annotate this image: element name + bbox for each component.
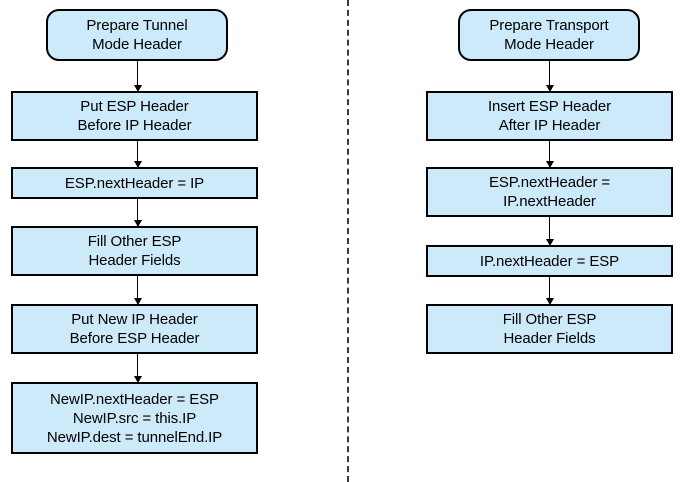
arrowhead-icon xyxy=(545,298,554,305)
node-transport-step-4[interactable]: Fill Other ESP Header Fields xyxy=(426,304,673,354)
node-transport-start[interactable]: Prepare Transport Mode Header xyxy=(458,9,640,61)
node-tunnel-step-2[interactable]: ESP.nextHeader = IP xyxy=(11,167,258,199)
node-tunnel-step-4[interactable]: Put New IP Header Before ESP Header xyxy=(11,304,258,354)
arrowhead-icon xyxy=(133,298,142,305)
connector-transport-step-3-to-step-4 xyxy=(545,277,554,305)
node-tunnel-step-3[interactable]: Fill Other ESP Header Fields xyxy=(11,226,258,276)
connector-tunnel-step-1-to-step-2 xyxy=(133,141,142,168)
arrowhead-icon xyxy=(133,376,142,383)
connector-transport-step-2-to-step-3 xyxy=(545,217,554,246)
arrowhead-icon xyxy=(133,85,142,92)
arrowhead-icon xyxy=(133,161,142,168)
node-tunnel-step-5[interactable]: NewIP.nextHeader = ESP NewIP.src = this.… xyxy=(11,382,258,454)
connector-tunnel-step-2-to-step-3 xyxy=(133,199,142,227)
arrowhead-icon xyxy=(545,239,554,246)
connector-transport-step-1-to-step-2 xyxy=(545,141,554,168)
arrowhead-icon xyxy=(545,85,554,92)
node-tunnel-start[interactable]: Prepare Tunnel Mode Header xyxy=(46,9,228,61)
connector-tunnel-step-4-to-step-5 xyxy=(133,354,142,383)
connector-tunnel-start-to-step-1 xyxy=(133,61,142,92)
column-divider xyxy=(347,0,349,482)
connector-transport-start-to-step-1 xyxy=(545,61,554,92)
node-transport-step-1[interactable]: Insert ESP Header After IP Header xyxy=(426,91,673,141)
node-transport-step-3[interactable]: IP.nextHeader = ESP xyxy=(426,245,673,277)
node-transport-step-2[interactable]: ESP.nextHeader = IP.nextHeader xyxy=(426,167,673,217)
arrowhead-icon xyxy=(133,220,142,227)
connector-tunnel-step-3-to-step-4 xyxy=(133,276,142,305)
arrowhead-icon xyxy=(545,161,554,168)
node-tunnel-step-1[interactable]: Put ESP Header Before IP Header xyxy=(11,91,258,141)
